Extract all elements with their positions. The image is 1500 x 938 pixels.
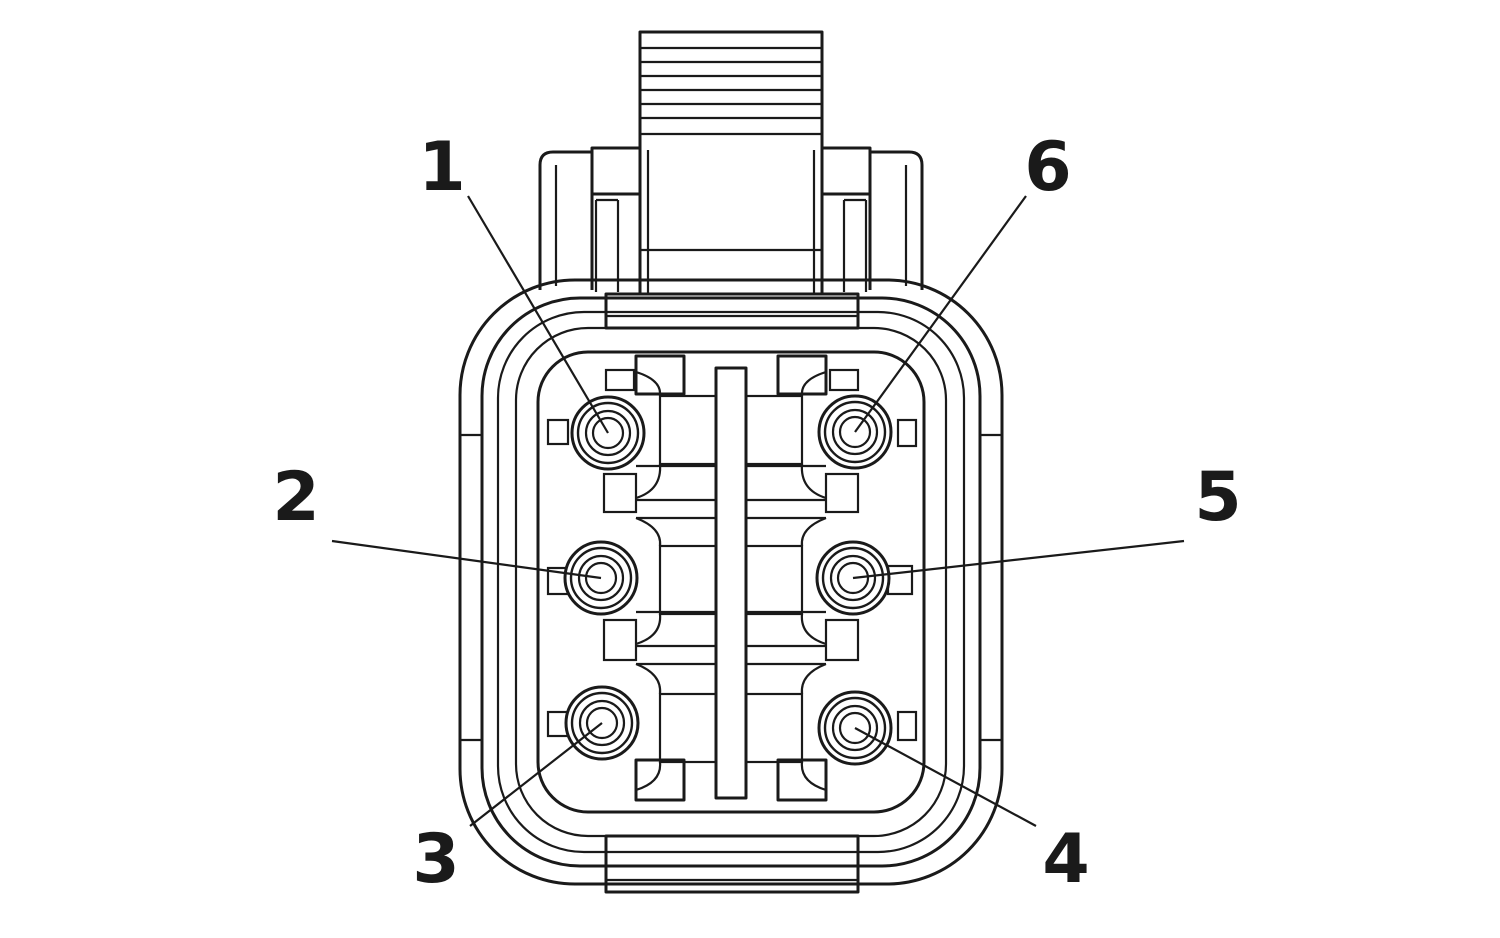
pin-cavities (563, 394, 893, 766)
leader-line-6 (854, 195, 1027, 433)
pin-label-1: 1 (418, 128, 465, 207)
pin-label-5: 5 (1194, 458, 1241, 537)
latch-shroud (538, 146, 924, 292)
leader-line-3 (469, 722, 603, 827)
latch-tab (638, 30, 824, 296)
pin-label-6: 6 (1024, 128, 1071, 207)
latch-ribs (640, 46, 822, 136)
pin-label-4: 4 (1042, 820, 1089, 899)
center-divider (714, 366, 748, 800)
pin-label-2: 2 (272, 458, 319, 537)
pin-label-3: 3 (412, 820, 459, 899)
pin-retainer-nubs (546, 368, 918, 742)
leader-line-5 (852, 539, 1185, 580)
leader-line-2 (331, 539, 602, 580)
cavity-towers-right (744, 354, 860, 802)
connector-housing (458, 278, 1004, 894)
leader-line-1 (467, 195, 609, 434)
leader-line-4 (854, 727, 1037, 827)
pin-labels: 1 2 3 4 5 6 (272, 128, 1241, 899)
cavity-towers-left (602, 354, 718, 802)
leader-lines (331, 195, 1185, 827)
